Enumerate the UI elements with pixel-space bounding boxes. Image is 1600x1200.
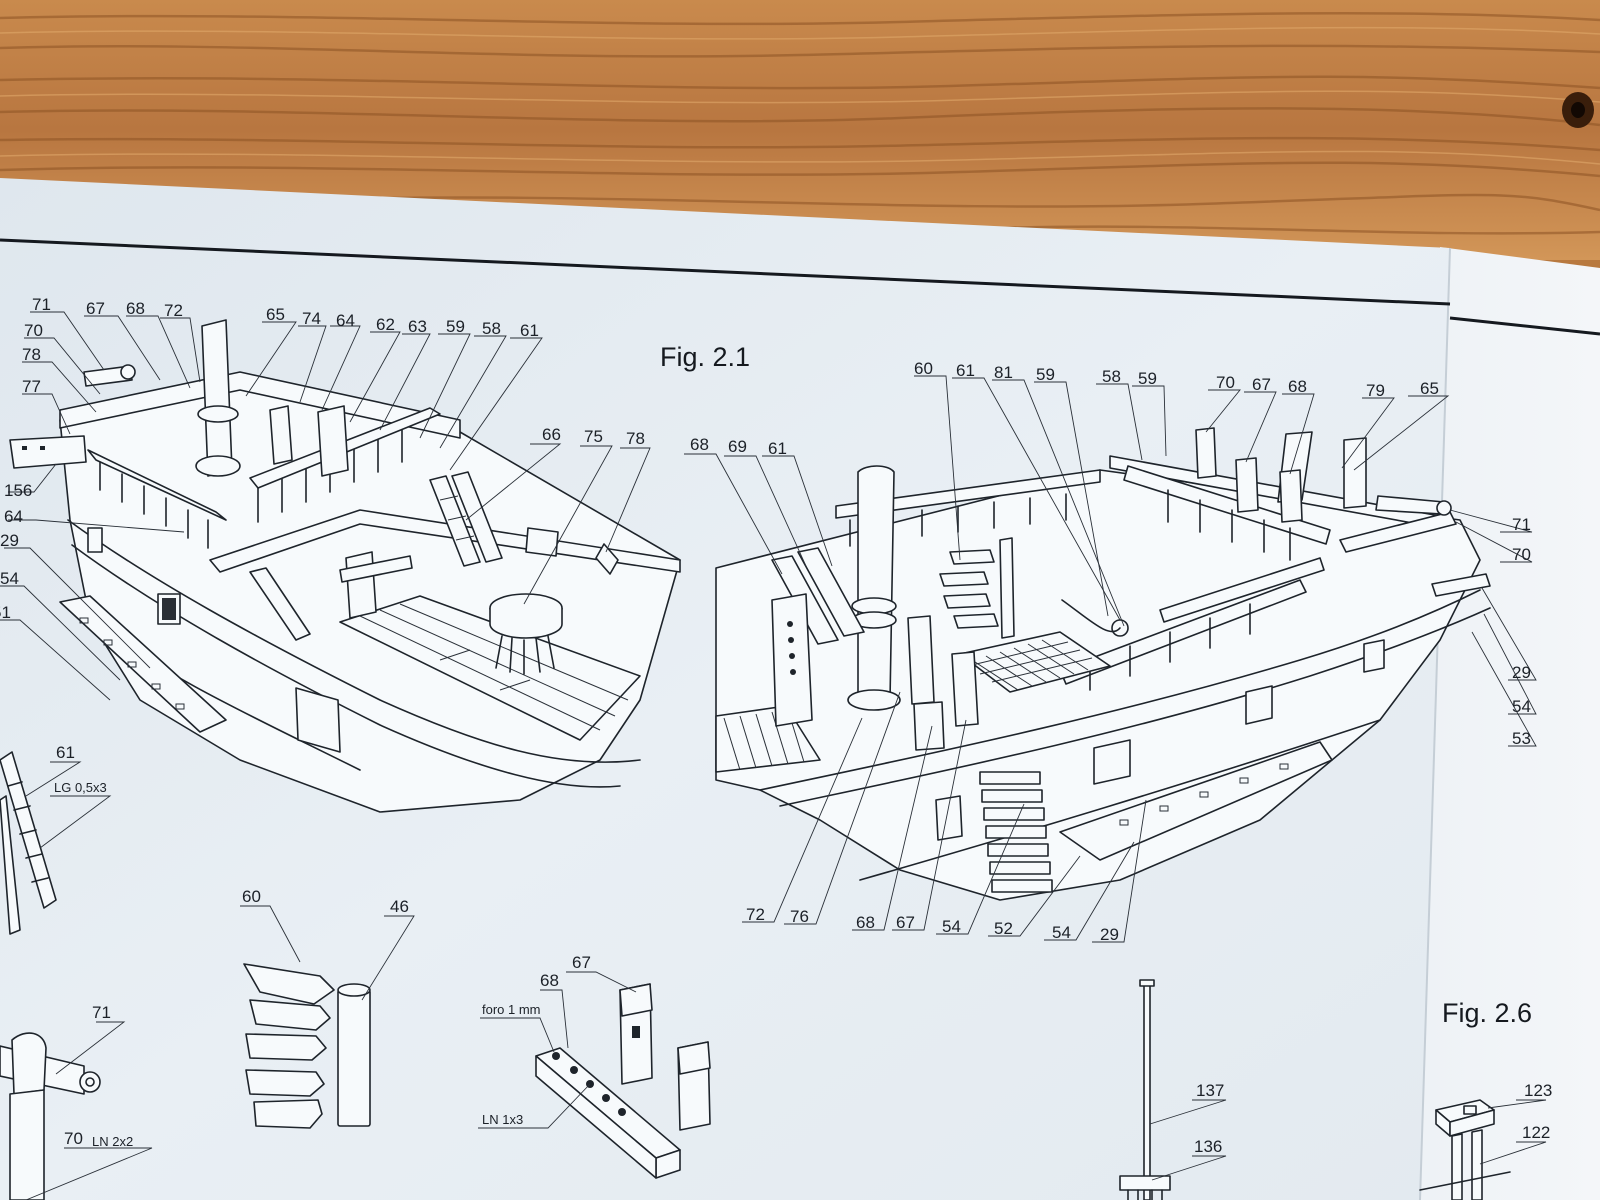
svg-text:29: 29 xyxy=(1100,925,1119,944)
svg-text:66: 66 xyxy=(542,425,561,444)
svg-text:61: 61 xyxy=(956,361,975,380)
svg-text:LG 0,5x3: LG 0,5x3 xyxy=(54,780,107,795)
svg-text:81: 81 xyxy=(994,363,1013,382)
svg-text:71: 71 xyxy=(92,1003,111,1022)
svg-text:58: 58 xyxy=(1102,367,1121,386)
svg-text:70: 70 xyxy=(1216,373,1235,392)
svg-text:156: 156 xyxy=(4,481,32,500)
svg-text:LN 1x3: LN 1x3 xyxy=(482,1112,523,1127)
svg-text:59: 59 xyxy=(446,317,465,336)
spiral-stair-detail: 60 46 xyxy=(240,887,415,1129)
svg-text:76: 76 xyxy=(790,907,809,926)
svg-text:136: 136 xyxy=(1194,1137,1222,1156)
fig-2-6-detail: 123 122 xyxy=(1419,1081,1552,1200)
svg-text:29: 29 xyxy=(0,531,19,550)
bow-section-drawing xyxy=(715,427,1491,901)
stern-section-drawing xyxy=(9,319,681,813)
bitts-detail: 67 68 foro 1 mm LN 1x3 xyxy=(478,953,711,1179)
svg-text:72: 72 xyxy=(746,905,765,924)
svg-text:68: 68 xyxy=(126,299,145,318)
svg-text:70: 70 xyxy=(1512,545,1531,564)
mast-detail: 137 136 xyxy=(1119,979,1227,1200)
svg-text:59: 59 xyxy=(1036,365,1055,384)
ladder-detail: 61 LG 0,5x3 xyxy=(0,743,112,935)
svg-text:79: 79 xyxy=(1366,381,1385,400)
svg-text:71: 71 xyxy=(1512,515,1531,534)
svg-text:foro 1 mm: foro 1 mm xyxy=(482,1002,541,1017)
svg-text:122: 122 xyxy=(1522,1123,1550,1142)
cannon-detail: 71 70 LN 2x2 xyxy=(0,1003,153,1200)
fig-2-1-title: Fig. 2.1 xyxy=(660,342,750,372)
svg-text:67: 67 xyxy=(86,299,105,318)
bow-leader-lines xyxy=(684,375,1537,943)
svg-text:78: 78 xyxy=(626,429,645,448)
svg-text:61: 61 xyxy=(768,439,787,458)
svg-text:59: 59 xyxy=(1138,369,1157,388)
svg-text:60: 60 xyxy=(242,887,261,906)
svg-text:61: 61 xyxy=(520,321,539,340)
svg-text:69: 69 xyxy=(728,437,747,456)
stern-leader-lines xyxy=(0,311,651,701)
svg-text:53: 53 xyxy=(1512,729,1531,748)
svg-text:29: 29 xyxy=(1512,663,1531,682)
svg-text:77: 77 xyxy=(22,377,41,396)
svg-text:67: 67 xyxy=(896,913,915,932)
svg-text:75: 75 xyxy=(584,427,603,446)
svg-text:52: 52 xyxy=(994,919,1013,938)
svg-text:LN 2x2: LN 2x2 xyxy=(92,1134,133,1149)
svg-text:70: 70 xyxy=(24,321,43,340)
svg-text:65: 65 xyxy=(266,305,285,324)
svg-text:54: 54 xyxy=(0,569,19,588)
svg-text:72: 72 xyxy=(164,301,183,320)
svg-text:71: 71 xyxy=(32,295,51,314)
svg-text:51: 51 xyxy=(0,603,11,622)
svg-text:123: 123 xyxy=(1524,1081,1552,1100)
bow-callouts: 68 69 61 60 61 81 59 58 59 70 67 68 79 6… xyxy=(690,359,1531,944)
svg-text:67: 67 xyxy=(572,953,591,972)
svg-text:58: 58 xyxy=(482,319,501,338)
svg-text:62: 62 xyxy=(376,315,395,334)
fig-2-6-title: Fig. 2.6 xyxy=(1442,998,1532,1028)
svg-text:54: 54 xyxy=(1512,697,1531,716)
svg-text:54: 54 xyxy=(1052,923,1071,942)
svg-text:46: 46 xyxy=(390,897,409,916)
svg-text:137: 137 xyxy=(1196,1081,1224,1100)
svg-text:54: 54 xyxy=(942,917,961,936)
svg-text:74: 74 xyxy=(302,309,321,328)
stern-callouts: 71 67 68 72 65 74 64 62 63 59 58 61 70 7… xyxy=(0,295,645,622)
svg-text:68: 68 xyxy=(540,971,559,990)
svg-text:64: 64 xyxy=(336,311,355,330)
svg-text:68: 68 xyxy=(856,913,875,932)
svg-text:60: 60 xyxy=(914,359,933,378)
svg-text:70: 70 xyxy=(64,1129,83,1148)
svg-text:63: 63 xyxy=(408,317,427,336)
svg-text:78: 78 xyxy=(22,345,41,364)
svg-text:65: 65 xyxy=(1420,379,1439,398)
svg-text:61: 61 xyxy=(56,743,75,762)
svg-text:68: 68 xyxy=(1288,377,1307,396)
svg-text:67: 67 xyxy=(1252,375,1271,394)
svg-text:68: 68 xyxy=(690,435,709,454)
svg-text:64: 64 xyxy=(4,507,23,526)
